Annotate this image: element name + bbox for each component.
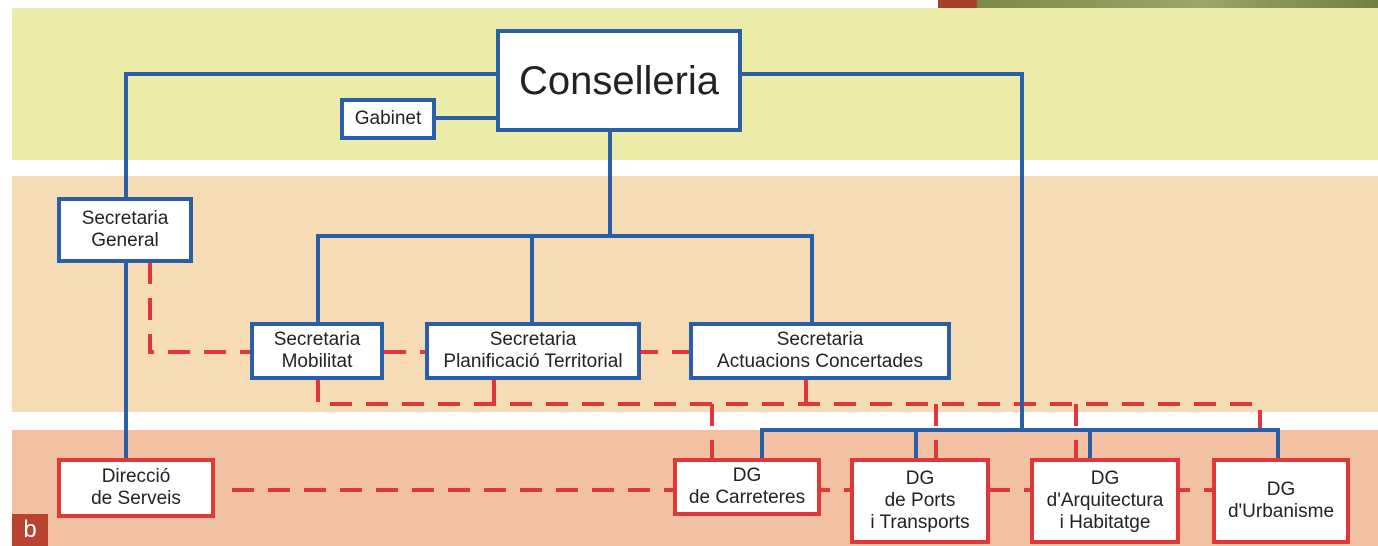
node-dg-ports: DG de Ports i Transports bbox=[850, 458, 990, 544]
node-secretaria-mobilitat: Secretaria Mobilitat bbox=[250, 322, 384, 380]
node-secretaria-planificacio: Secretaria Planificació Territorial bbox=[425, 322, 641, 380]
node-direccio-serveis: Direcció de Serveis bbox=[57, 458, 215, 518]
node-secretaria-general: Secretaria General bbox=[57, 197, 193, 263]
line-conselleria-to-general bbox=[124, 72, 498, 200]
node-gabinet: Gabinet bbox=[340, 98, 436, 140]
node-dg-carreteres: DG de Carreteres bbox=[673, 458, 821, 516]
node-conselleria: Conselleria bbox=[496, 29, 742, 132]
line-conselleria-to-secretaries bbox=[316, 130, 612, 324]
dashed-secretaries-to-dgs bbox=[316, 380, 1262, 430]
node-secretaria-actuacions: Secretaria Actuacions Concertades bbox=[689, 322, 951, 380]
line-secretaries-bus bbox=[610, 234, 814, 324]
line-dg-bus bbox=[1022, 428, 1280, 460]
photo-strip bbox=[938, 0, 1378, 8]
solid-connectors bbox=[124, 72, 1280, 460]
panel-letter: b bbox=[12, 514, 48, 546]
node-dg-urbanisme: DG d'Urbanisme bbox=[1212, 458, 1350, 544]
node-dg-arquitectura: DG d'Arquitectura i Habitatge bbox=[1030, 458, 1180, 544]
